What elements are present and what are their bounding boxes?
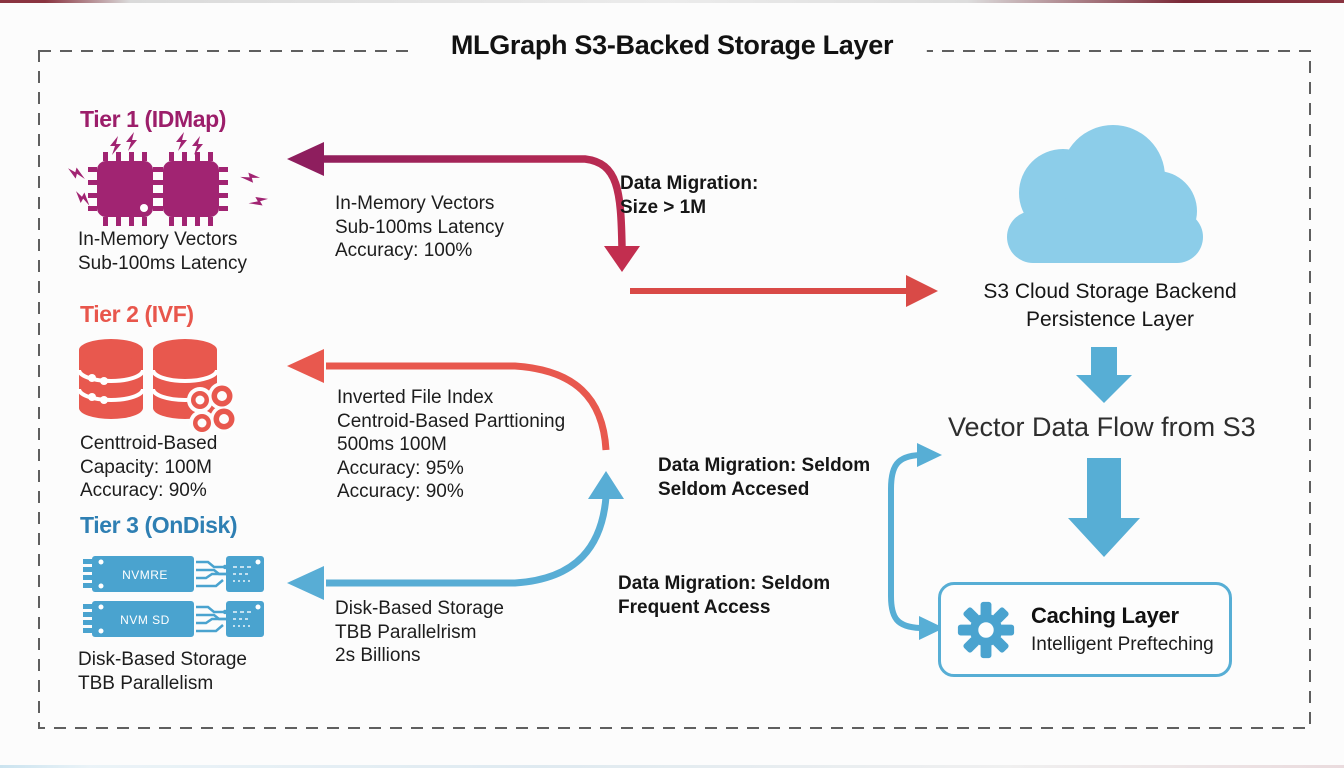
caching-layer-title: Caching Layer [1031, 603, 1179, 628]
text-line: Data Migration: Seldom [658, 455, 871, 476]
to-s3-arrow [630, 275, 938, 307]
tier2-caption: Centtroid-Based Capacity: 100M Accuracy:… [80, 432, 217, 503]
s3-backend-label: S3 Cloud Storage Backend Persistence Lay… [950, 278, 1270, 334]
caching-layer-subtitle: Intelligent Prefteching [1031, 634, 1214, 655]
migration-label-2: Data Migration: Seldom Seldom Accesed [658, 454, 870, 502]
tier2-detail: Inverted File Index Centroid-Based Partt… [337, 386, 565, 504]
text-line: 2s Billions [335, 645, 421, 666]
tier1-heading: Tier 1 (IDMap) [80, 106, 227, 132]
text-line: In-Memory Vectors [335, 193, 495, 214]
caching-layer-box: Caching Layer Intelligent Prefteching [938, 582, 1232, 677]
gear-icon [957, 601, 1015, 658]
migration-label-3: Data Migration: Seldom Frequent Access [618, 572, 830, 620]
tier1-caption: In-Memory Vectors Sub-100ms Latency [78, 228, 247, 275]
tier1-migration-arrow [287, 142, 640, 272]
text-line: TBB Parallelrism [335, 621, 477, 643]
vector-flow-label: Vector Data Flow from S3 [948, 412, 1256, 442]
caching-layer-text: Caching Layer Intelligent Prefteching [1031, 603, 1214, 656]
diagram-title: MLGraph S3-Backed Storage Layer [416, 30, 928, 61]
text-line: Data Migration: Seldom [618, 573, 831, 594]
flow-bracket-arrow [888, 443, 944, 640]
text-line: Centtroid-Based [80, 433, 218, 454]
text-line: Sub-100ms Latency [335, 216, 504, 238]
text-line: TBB Parallelism [78, 672, 214, 694]
migration-label-1: Data Migration: Size > 1M [620, 172, 758, 220]
tier3-caption: Disk-Based Storage TBB Parallelism [78, 648, 247, 695]
text-line: Accuracy: 95% [337, 457, 464, 479]
text-line: S3 Cloud Storage Backend [983, 280, 1237, 303]
text-line: Data Migration: [620, 173, 759, 194]
text-line: Centroid-Based Parttioning [337, 410, 566, 432]
text-line: 500ms 100M [337, 434, 447, 455]
text-line: In-Memory Vectors [78, 229, 238, 250]
text-line: Frequent Access [618, 597, 771, 618]
tier2-heading: Tier 2 (IVF) [80, 301, 194, 327]
text-line: Inverted File Index [337, 387, 494, 408]
text-line: Seldom Accesed [658, 479, 810, 500]
tier3-detail: Disk-Based Storage TBB Parallelrism 2s B… [335, 597, 504, 668]
text-line: Accuracy: 100% [335, 240, 473, 261]
text-line: Accuracy: 90% [337, 481, 464, 502]
text-line: Size > 1M [620, 197, 707, 218]
cloud-icon [1007, 125, 1203, 263]
text-line: Persistence Layer [1025, 308, 1195, 331]
tier3-migration-arrow [287, 471, 624, 600]
s3-downflow-arrow-2 [1068, 458, 1140, 557]
tier3-heading: Tier 3 (OnDisk) [80, 512, 238, 538]
text-line: Sub-100ms Latency [78, 252, 247, 274]
memory-chips-icon [66, 132, 270, 226]
tier2-migration-arrow [287, 349, 610, 451]
text-line: Disk-Based Storage [78, 649, 247, 670]
nvme-ssd-icon: NVMRE NVM SD [83, 556, 264, 637]
ssd-label: NVMRE [122, 568, 168, 582]
text-line: Capacity: 100M [80, 456, 213, 478]
tier1-detail: In-Memory Vectors Sub-100ms Latency Accu… [335, 192, 504, 263]
s3-downflow-arrow-1 [1076, 347, 1132, 403]
ssd-label: NVM SD [120, 613, 170, 627]
database-icon [77, 339, 238, 436]
text-line: Accuracy: 90% [80, 480, 207, 501]
text-line: Disk-Based Storage [335, 598, 504, 619]
